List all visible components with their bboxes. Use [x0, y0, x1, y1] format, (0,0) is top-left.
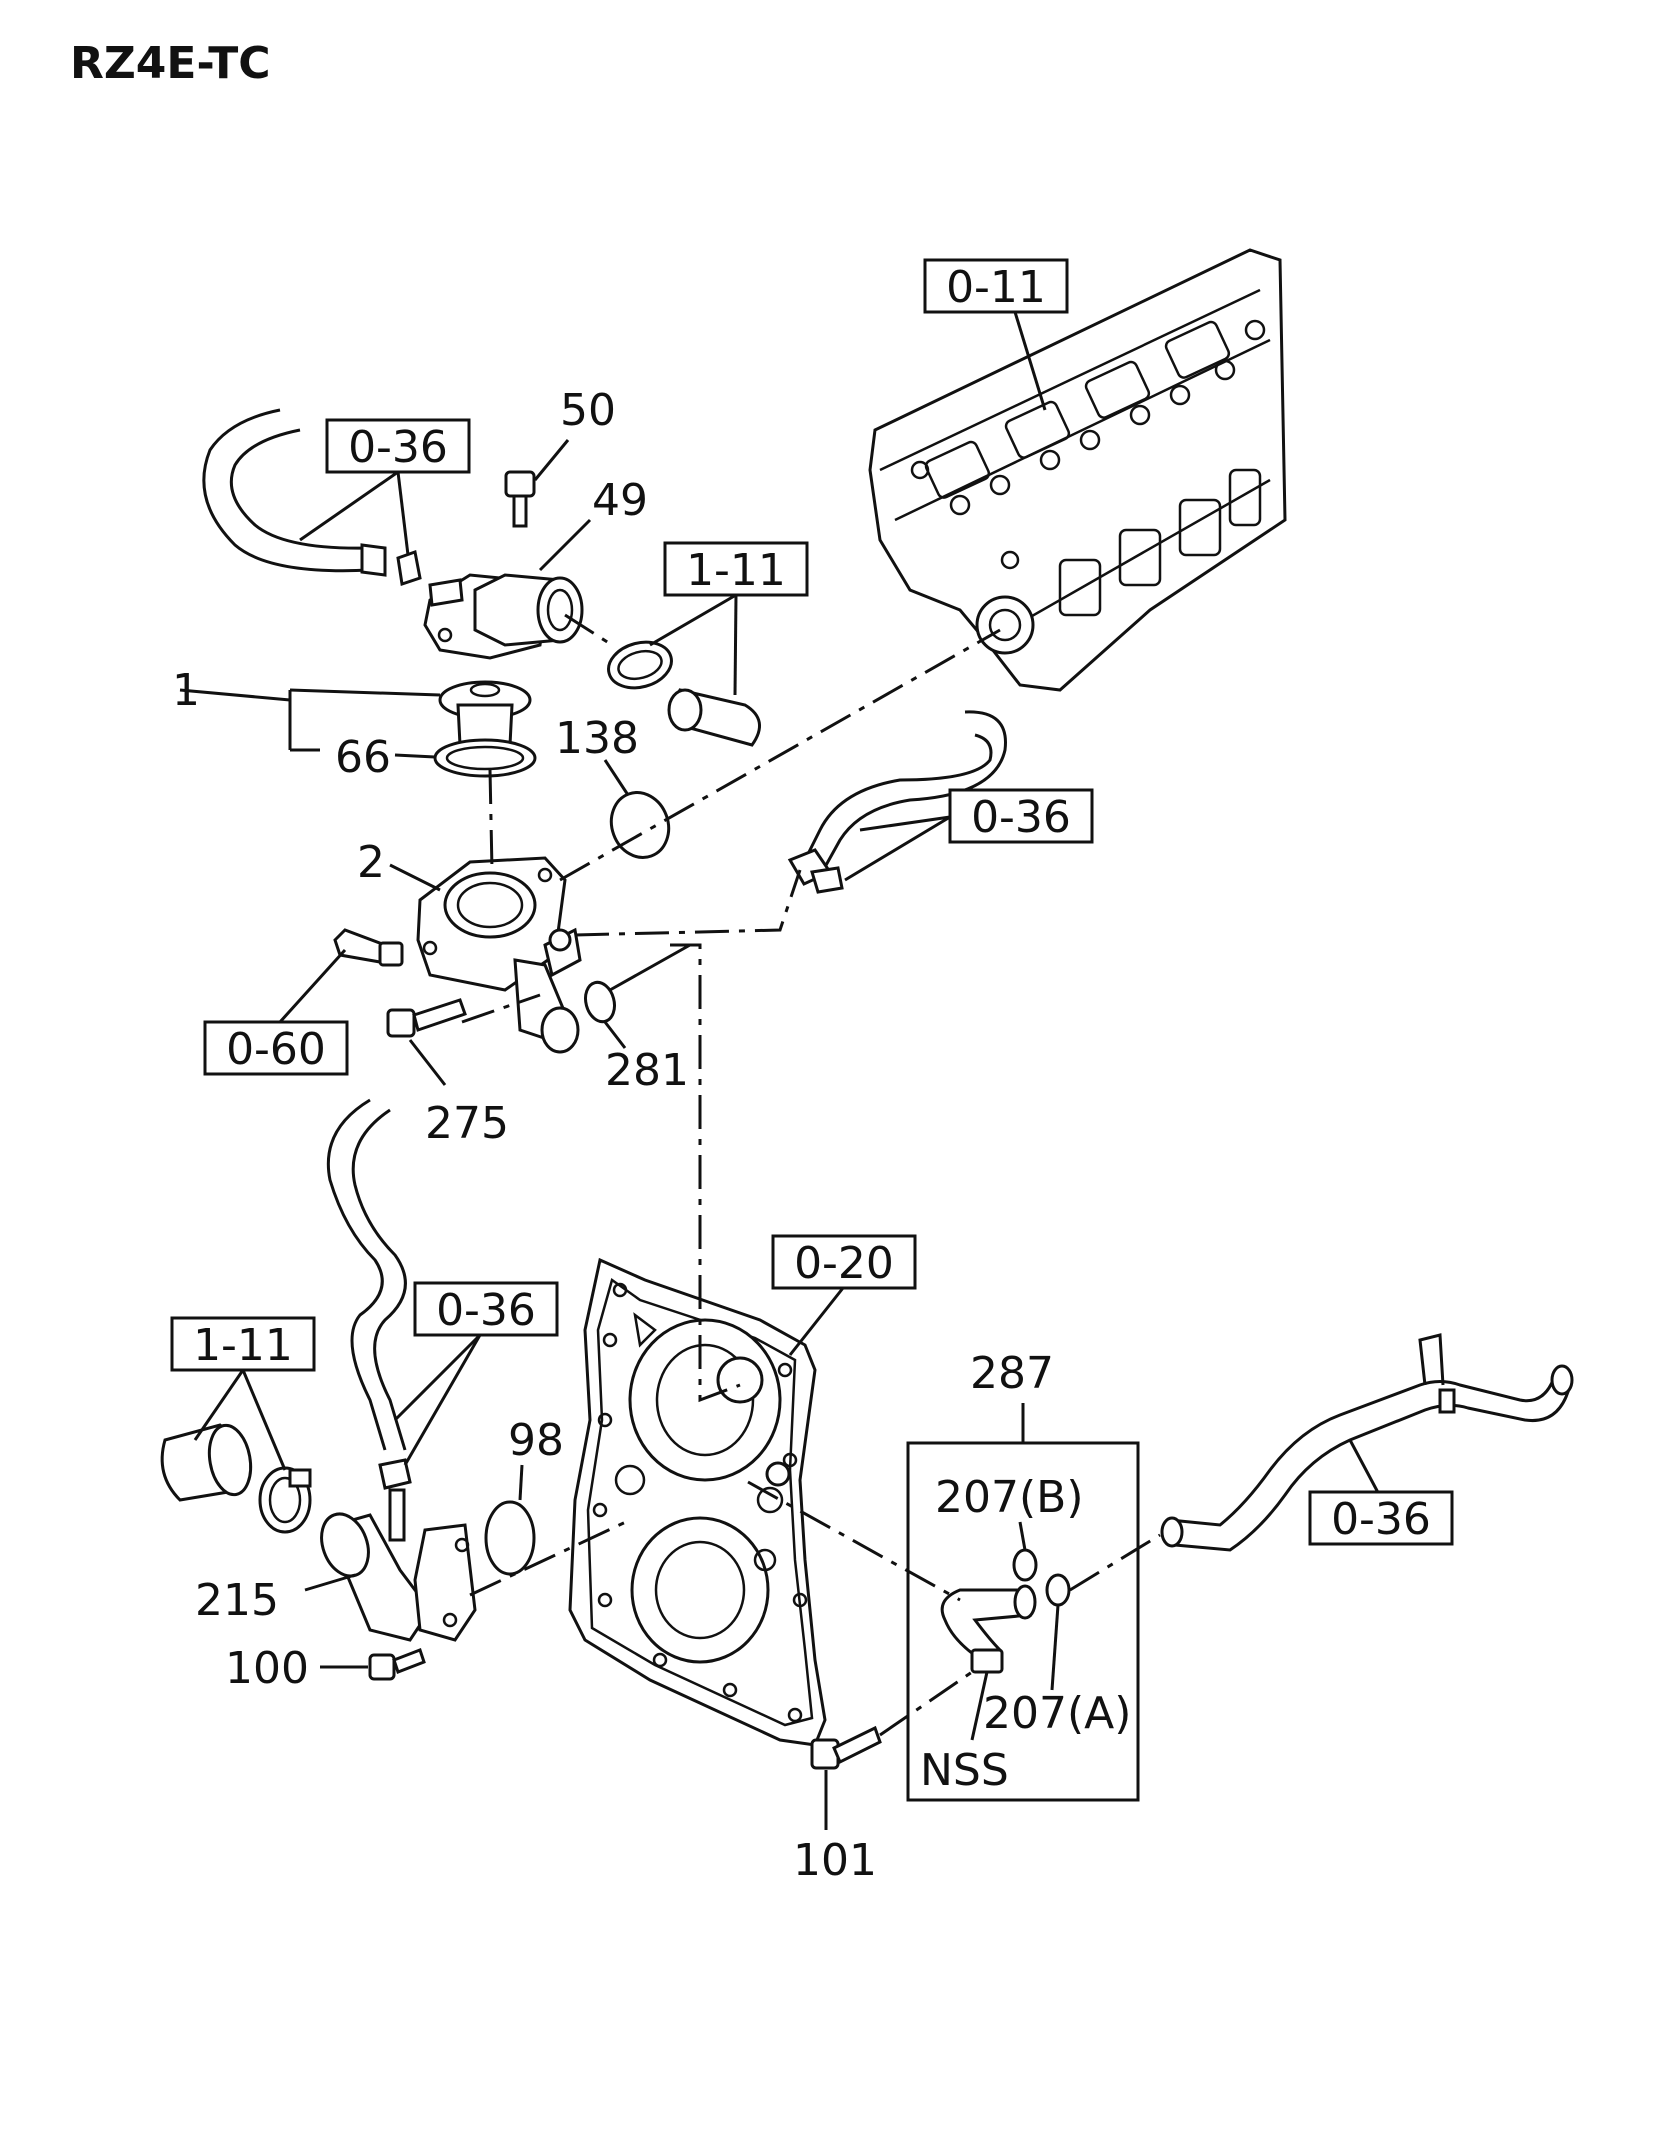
diagram-title: RZ4E-TC: [70, 38, 271, 89]
leader-66: [394, 753, 436, 759]
assembly-lines: [461, 613, 1161, 1737]
bolt-50: [504, 470, 536, 528]
leader-1-d: [179, 688, 291, 702]
leader-215: [304, 1573, 356, 1592]
water-inlet-215: [320, 1488, 477, 1642]
leader-207b: [1018, 1521, 1027, 1551]
svg-text:1-11: 1-11: [686, 545, 786, 596]
label-101: 101: [793, 1835, 877, 1886]
leader-275: [408, 1039, 447, 1086]
timing-gear-case: [568, 1257, 827, 1747]
leader-0-36-c2: [403, 1334, 482, 1466]
leader-0-36-c1: [393, 1333, 482, 1422]
o-ring-207a: [1045, 1573, 1071, 1607]
leader-1-11-a1: [649, 593, 737, 647]
svg-text:0-36: 0-36: [971, 792, 1071, 843]
svg-text:1-11: 1-11: [193, 1320, 293, 1371]
water-pipe-right: [1160, 1333, 1574, 1552]
lower-bypass-hose: [326, 1098, 412, 1490]
bolt-101: [810, 1725, 882, 1770]
label-275: 275: [425, 1098, 509, 1149]
leader-1-11-a2: [733, 594, 738, 696]
label-207a: 207(A): [983, 1688, 1131, 1739]
ref-box-0-60[interactable]: 0-60: [203, 1020, 349, 1076]
hose-segment-lower: [160, 1423, 253, 1502]
o-ring-281: [584, 980, 616, 1024]
label-281: 281: [605, 1045, 689, 1096]
label-50: 50: [560, 385, 616, 436]
label-287: 287: [970, 1348, 1054, 1399]
leader-98: [518, 1464, 524, 1501]
label-49: 49: [592, 475, 648, 526]
leader-2: [389, 863, 441, 892]
leader-1-11-b1: [193, 1369, 245, 1441]
label-100: 100: [225, 1643, 309, 1694]
o-ring-207b: [1012, 1548, 1038, 1582]
o-ring-138: [609, 791, 671, 859]
gasket-66: [433, 738, 537, 778]
leader-1-11-b2: [241, 1369, 287, 1471]
label-2: 2: [357, 837, 385, 888]
ref-box-1-11-upper[interactable]: 1-11: [663, 541, 809, 597]
leader-207a: [1050, 1604, 1060, 1691]
bolt-100: [368, 1648, 426, 1681]
hose-segment-upper: [667, 688, 761, 747]
leader-0-36-a1: [299, 470, 399, 542]
svg-text:0-36: 0-36: [348, 422, 448, 473]
leader-138: [603, 759, 630, 796]
ref-box-0-36-right[interactable]: 0-36: [948, 788, 1094, 844]
label-215: 215: [195, 1575, 279, 1626]
upper-bypass-hose: [202, 408, 422, 586]
leader-0-36-b2: [844, 815, 951, 882]
label-138: 138: [555, 713, 639, 764]
pipe-fitting: [940, 1584, 1037, 1674]
leader-0-60: [278, 948, 347, 1024]
ref-box-0-36-pipe[interactable]: 0-36: [1308, 1490, 1454, 1546]
bypass-hose-right: [787, 710, 1007, 894]
thermostat-housing-49: [423, 573, 584, 660]
ref-box-0-20[interactable]: 0-20: [771, 1234, 917, 1290]
svg-text:0-36: 0-36: [1331, 1494, 1431, 1545]
leader-0-36-b1: [859, 815, 951, 832]
kit-box-287: [906, 1403, 1140, 1802]
leader-0-36-a2: [396, 471, 410, 556]
leader-0-11: [1013, 311, 1047, 411]
leader-nss: [970, 1671, 989, 1741]
label-1: 1: [172, 665, 200, 716]
cylinder-head: [868, 248, 1287, 692]
bolt-275: [386, 998, 467, 1038]
hose-clamp-lower: [258, 1466, 312, 1534]
svg-text:0-11: 0-11: [946, 262, 1046, 313]
leader-281-b: [609, 943, 691, 992]
label-nss: NSS: [920, 1745, 1009, 1796]
ref-box-0-11[interactable]: 0-11: [923, 258, 1069, 314]
label-98: 98: [508, 1415, 564, 1466]
water-outlet-2: [416, 856, 582, 1054]
leader-1: [289, 688, 441, 697]
leader-50: [533, 439, 570, 481]
temperature-sensor: [333, 928, 404, 967]
ref-box-1-11-lower[interactable]: 1-11: [170, 1316, 316, 1372]
label-207b: 207(B): [935, 1472, 1084, 1523]
leader-49: [538, 518, 592, 572]
svg-text:0-20: 0-20: [794, 1238, 894, 1289]
ref-box-0-36-lower[interactable]: 0-36: [413, 1281, 559, 1337]
gasket-98: [484, 1500, 536, 1576]
label-66: 66: [335, 732, 391, 783]
svg-text:0-60: 0-60: [226, 1024, 326, 1075]
svg-text:0-36: 0-36: [436, 1285, 536, 1336]
ref-box-0-36-upper[interactable]: 0-36: [325, 418, 471, 474]
hose-clamp-upper: [607, 640, 673, 690]
leader-281: [603, 1021, 627, 1049]
leader-0-20: [788, 1287, 845, 1356]
